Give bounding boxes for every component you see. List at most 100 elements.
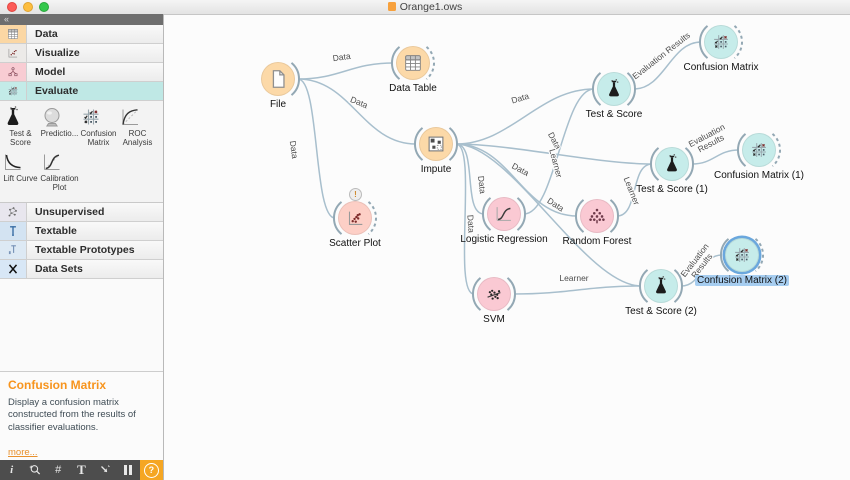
edge-test-score-2-to-confusion-matrix-2[interactable] — [680, 254, 723, 287]
toolbar-help-button[interactable]: ? — [139, 460, 163, 480]
sidebar-category-visualize[interactable]: Visualize — [0, 44, 163, 63]
edge-test-score-1-to-confusion-matrix-1[interactable] — [691, 149, 740, 165]
widget-item-predictions[interactable]: Predictio... — [40, 105, 79, 148]
output-connector-svm[interactable] — [506, 277, 517, 311]
sidebar-category-textable[interactable]: Textable — [0, 222, 163, 241]
input-connector-logistic-regression[interactable] — [481, 197, 492, 231]
edge-test-score-to-confusion-matrix[interactable] — [633, 41, 702, 90]
sidebar-category-textable-prototypes[interactable]: Textable Prototypes — [0, 241, 163, 260]
output-connector-confusion-matrix-1[interactable] — [771, 133, 782, 167]
confusion-matrix-icon — [714, 35, 728, 49]
node-impute[interactable] — [419, 127, 453, 161]
file-icon — [272, 70, 285, 88]
output-connector-test-score-1[interactable] — [684, 147, 695, 181]
zoom-window-button[interactable] — [39, 2, 49, 12]
edge-file-to-impute[interactable] — [297, 78, 417, 145]
output-connector-confusion-matrix[interactable] — [733, 25, 744, 59]
node-scatter-plot[interactable] — [338, 201, 372, 235]
node-confusion-matrix[interactable] — [704, 25, 738, 59]
edge-svm-to-test-score-2[interactable] — [513, 285, 642, 295]
toolbar-zoom-button[interactable] — [23, 460, 46, 480]
widget-item-lift-curve[interactable]: Lift Curve — [1, 150, 40, 193]
warning-badge-scatter-plot[interactable]: ! — [349, 188, 362, 201]
bottom-toolbar: i # T? — [0, 460, 163, 480]
input-connector-scatter-plot[interactable] — [332, 201, 343, 235]
widget-item-test-score[interactable]: Test & Score — [1, 105, 40, 148]
description-title: Confusion Matrix — [8, 378, 106, 392]
impute-icon — [428, 136, 444, 152]
lift-curve-icon — [5, 154, 21, 170]
node-confusion-matrix-2[interactable] — [725, 238, 759, 272]
sidebar-category-model[interactable]: Model — [0, 63, 163, 82]
node-svm[interactable] — [477, 277, 511, 311]
close-window-button[interactable] — [7, 2, 17, 12]
input-connector-data-table[interactable] — [390, 46, 401, 80]
output-connector-impute[interactable] — [448, 127, 459, 161]
input-connector-svm[interactable] — [471, 277, 482, 311]
edge-impute-to-test-score[interactable] — [455, 88, 595, 145]
output-connector-logistic-regression[interactable] — [516, 197, 527, 231]
input-connector-test-score[interactable] — [591, 72, 602, 106]
arrow-icon — [100, 465, 110, 473]
edge-logistic-regression-to-test-score[interactable] — [523, 88, 595, 215]
output-connector-test-score-2[interactable] — [673, 269, 684, 303]
sidebar-collapse-button[interactable]: « — [0, 14, 163, 25]
widget-item-calibration-plot[interactable]: Calibration Plot — [40, 150, 79, 193]
toolbar-text-button[interactable]: T — [77, 462, 86, 477]
node-test-score[interactable] — [597, 72, 631, 106]
edge-impute-to-svm[interactable] — [455, 143, 475, 295]
input-connector-test-score-1[interactable] — [649, 147, 660, 181]
toolbar-pause-button[interactable] — [116, 460, 139, 480]
output-connector-file[interactable] — [290, 62, 301, 96]
node-test-score-1[interactable] — [655, 147, 689, 181]
node-test-score-2[interactable] — [644, 269, 678, 303]
toolbar-grid-button[interactable]: # — [55, 464, 62, 476]
sidebar-category-data-sets[interactable]: Data Sets — [0, 260, 163, 279]
output-connector-data-table[interactable] — [425, 46, 436, 80]
output-connector-test-score[interactable] — [626, 72, 637, 106]
edge-layer: DataDataDataDataDataLearnerDataDataDataD… — [287, 25, 782, 311]
edge-impute-to-logistic-regression[interactable] — [455, 143, 485, 215]
sidebar-category-unsupervised[interactable]: Unsupervised — [0, 203, 163, 222]
input-connector-confusion-matrix-2[interactable] — [719, 238, 730, 272]
document-icon — [387, 2, 396, 11]
toolbar-arrow-button[interactable] — [93, 460, 116, 480]
widget-item-roc-analysis[interactable]: ROC Analysis — [118, 105, 157, 148]
window-controls — [7, 2, 49, 12]
input-connector-test-score-2[interactable] — [638, 269, 649, 303]
node-random-forest[interactable] — [580, 199, 614, 233]
network-icon — [8, 207, 17, 217]
edge-label: Data — [349, 94, 370, 110]
category-label: Textable — [35, 225, 77, 237]
edge-random-forest-to-test-score-1[interactable] — [616, 163, 653, 217]
data-table-icon — [8, 29, 18, 39]
widget-item-label: Predictio... — [40, 129, 79, 138]
widget-item-confusion-matrix[interactable]: Confusion Matrix — [79, 105, 118, 148]
input-connector-confusion-matrix[interactable] — [698, 25, 709, 59]
node-data-table[interactable] — [396, 46, 430, 80]
edge-impute-to-random-forest[interactable] — [455, 143, 578, 217]
node-file[interactable] — [261, 62, 295, 96]
edge-impute-to-test-score-1[interactable] — [455, 143, 653, 165]
node-logistic-regression[interactable] — [487, 197, 521, 231]
edge-file-to-scatter-plot[interactable] — [297, 78, 336, 219]
node-confusion-matrix-1[interactable] — [742, 133, 776, 167]
edge-impute-to-test-score-2[interactable] — [455, 143, 642, 287]
sidebar-category-data[interactable]: Data — [0, 25, 163, 44]
output-connector-random-forest[interactable] — [609, 199, 620, 233]
output-connector-confusion-matrix-2[interactable] — [754, 238, 765, 272]
minimize-window-button[interactable] — [23, 2, 33, 12]
output-connector-scatter-plot[interactable] — [367, 201, 378, 235]
flask-icon — [656, 276, 666, 294]
edge-file-to-data-table[interactable] — [297, 62, 394, 80]
input-connector-random-forest[interactable] — [574, 199, 585, 233]
toolbar-info-button[interactable]: i — [10, 464, 14, 476]
crystal-ball-icon — [44, 108, 60, 127]
sigmoid-icon — [496, 207, 511, 221]
more-link[interactable]: more... — [8, 447, 38, 459]
sidebar-category-evaluate[interactable]: Evaluate — [0, 82, 163, 101]
input-connector-confusion-matrix-1[interactable] — [736, 133, 747, 167]
input-connector-impute[interactable] — [413, 127, 424, 161]
